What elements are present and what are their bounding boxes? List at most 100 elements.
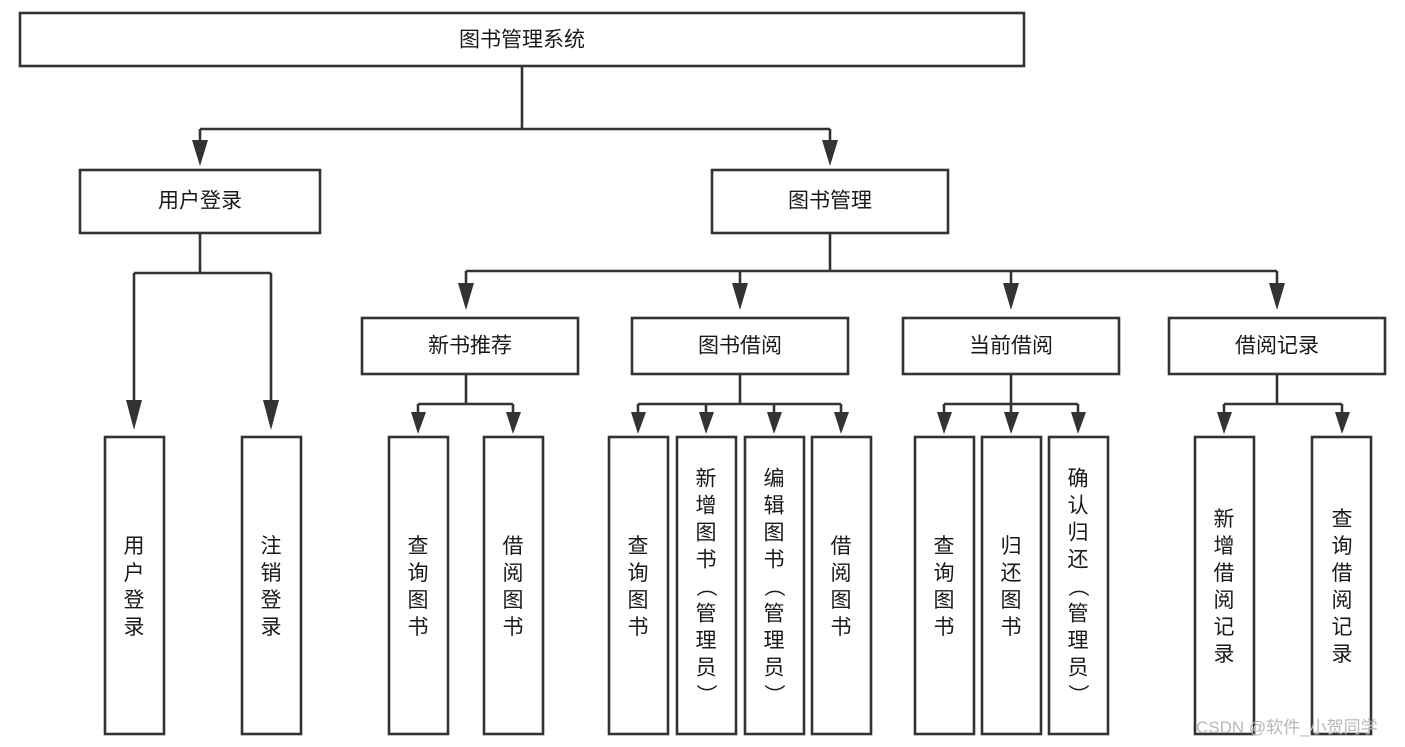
svg-text:图: 图 [628, 589, 649, 612]
node-book-borrow-box[interactable] [630, 316, 850, 376]
svg-text:借: 借 [503, 535, 524, 558]
node-leaf-user-login-box[interactable] [103, 435, 166, 736]
node-leaf-borrow-book-1-box[interactable] [482, 435, 545, 736]
svg-text:）: ） [1066, 684, 1089, 705]
node-new-book-recommend[interactable]: 新书推荐 [360, 316, 580, 376]
arrow-head-book-borrow [732, 283, 748, 310]
svg-text:书: 书 [934, 616, 955, 639]
arrow-head-leaf-borrow-book-2 [834, 412, 849, 434]
node-book-management-box[interactable] [710, 168, 950, 235]
node-leaf-user-login[interactable]: 用户登录 [103, 435, 166, 736]
node-book-management[interactable]: 图书管理 [710, 168, 950, 235]
svg-text:增: 增 [1214, 535, 1235, 558]
svg-text:辑: 辑 [764, 495, 785, 518]
node-leaf-logout-login-box[interactable] [240, 435, 303, 736]
svg-text:登: 登 [261, 589, 282, 612]
svg-text:增: 增 [696, 495, 717, 518]
csdn-watermark: CSDN @软件_小贺同学 [1196, 718, 1378, 737]
arrow-head-leaf-query-borrow-record [1335, 412, 1350, 434]
svg-text:书: 书 [764, 549, 785, 572]
svg-text:新: 新 [696, 468, 717, 491]
svg-text:（: （ [694, 576, 717, 597]
node-book-borrow[interactable]: 图书借阅 [630, 316, 850, 376]
svg-text:销: 销 [261, 562, 282, 585]
node-leaf-add-borrow-record-box[interactable] [1193, 435, 1256, 736]
node-borrow-record[interactable]: 借阅记录 [1167, 316, 1387, 376]
svg-text:书: 书 [408, 616, 429, 639]
svg-text:用: 用 [124, 535, 145, 558]
svg-text:图: 图 [503, 589, 524, 612]
node-leaf-confirm-return-box[interactable] [1047, 435, 1110, 736]
node-new-book-recommend-label: 新书推荐 [428, 335, 512, 358]
arrow-head-leaf-add-book [699, 412, 714, 434]
node-leaf-query-book-2-box[interactable] [607, 435, 670, 736]
node-leaf-query-book-1-box[interactable] [387, 435, 450, 736]
svg-text:归: 归 [1068, 522, 1089, 545]
svg-text:认: 认 [1068, 495, 1089, 518]
svg-text:理: 理 [1068, 630, 1089, 653]
svg-text:登: 登 [124, 589, 145, 612]
svg-text:询: 询 [628, 562, 649, 585]
arrow-head-leaf-logout-login [263, 400, 279, 430]
svg-text:借: 借 [1214, 562, 1235, 585]
svg-text:查: 查 [1332, 508, 1353, 531]
arrow-head-book-management [822, 140, 838, 166]
node-new-book-recommend-box[interactable] [360, 316, 580, 376]
node-user-login-box[interactable] [78, 168, 322, 235]
svg-text:录: 录 [1214, 643, 1235, 666]
node-current-borrow-box[interactable] [901, 316, 1121, 376]
node-root-label: 图书管理系统 [459, 29, 585, 52]
node-book-borrow-label: 图书借阅 [698, 335, 782, 358]
svg-text:图: 图 [696, 522, 717, 545]
svg-text:查: 查 [408, 535, 429, 558]
node-leaf-user-login-label: 用户登录 [124, 535, 145, 639]
node-user-login-label: 用户登录 [158, 190, 242, 213]
node-leaf-return-book-box[interactable] [980, 435, 1043, 736]
connector-group-user-login-children [126, 233, 279, 430]
arrow-head-leaf-query-book-1 [411, 412, 426, 434]
node-borrow-record-box[interactable] [1167, 316, 1387, 376]
node-leaf-add-book-box[interactable] [675, 435, 738, 736]
node-leaf-borrow-book-2-box[interactable] [810, 435, 873, 736]
node-borrow-record-label: 借阅记录 [1235, 335, 1319, 358]
svg-text:管: 管 [1068, 603, 1089, 626]
node-leaf-query-book-3-box[interactable] [913, 435, 976, 736]
arrow-head-borrow-record [1269, 283, 1285, 310]
node-current-borrow[interactable]: 当前借阅 [901, 316, 1121, 376]
svg-text:阅: 阅 [503, 562, 524, 585]
svg-text:）: ） [762, 684, 785, 705]
svg-text:员: 员 [1068, 657, 1089, 680]
node-user-login[interactable]: 用户登录 [78, 168, 322, 235]
svg-text:查: 查 [934, 535, 955, 558]
node-root-box[interactable] [18, 11, 1026, 68]
node-leaf-query-borrow-record-box[interactable] [1310, 435, 1373, 736]
svg-text:编: 编 [764, 468, 785, 491]
svg-text:借: 借 [1332, 562, 1353, 585]
node-leaf-edit-book-box[interactable] [743, 435, 806, 736]
svg-text:）: ） [694, 684, 717, 705]
arrow-head-user-login [192, 140, 208, 166]
svg-text:确: 确 [1068, 468, 1089, 491]
node-root[interactable]: 图书管理系统 [18, 11, 1026, 68]
